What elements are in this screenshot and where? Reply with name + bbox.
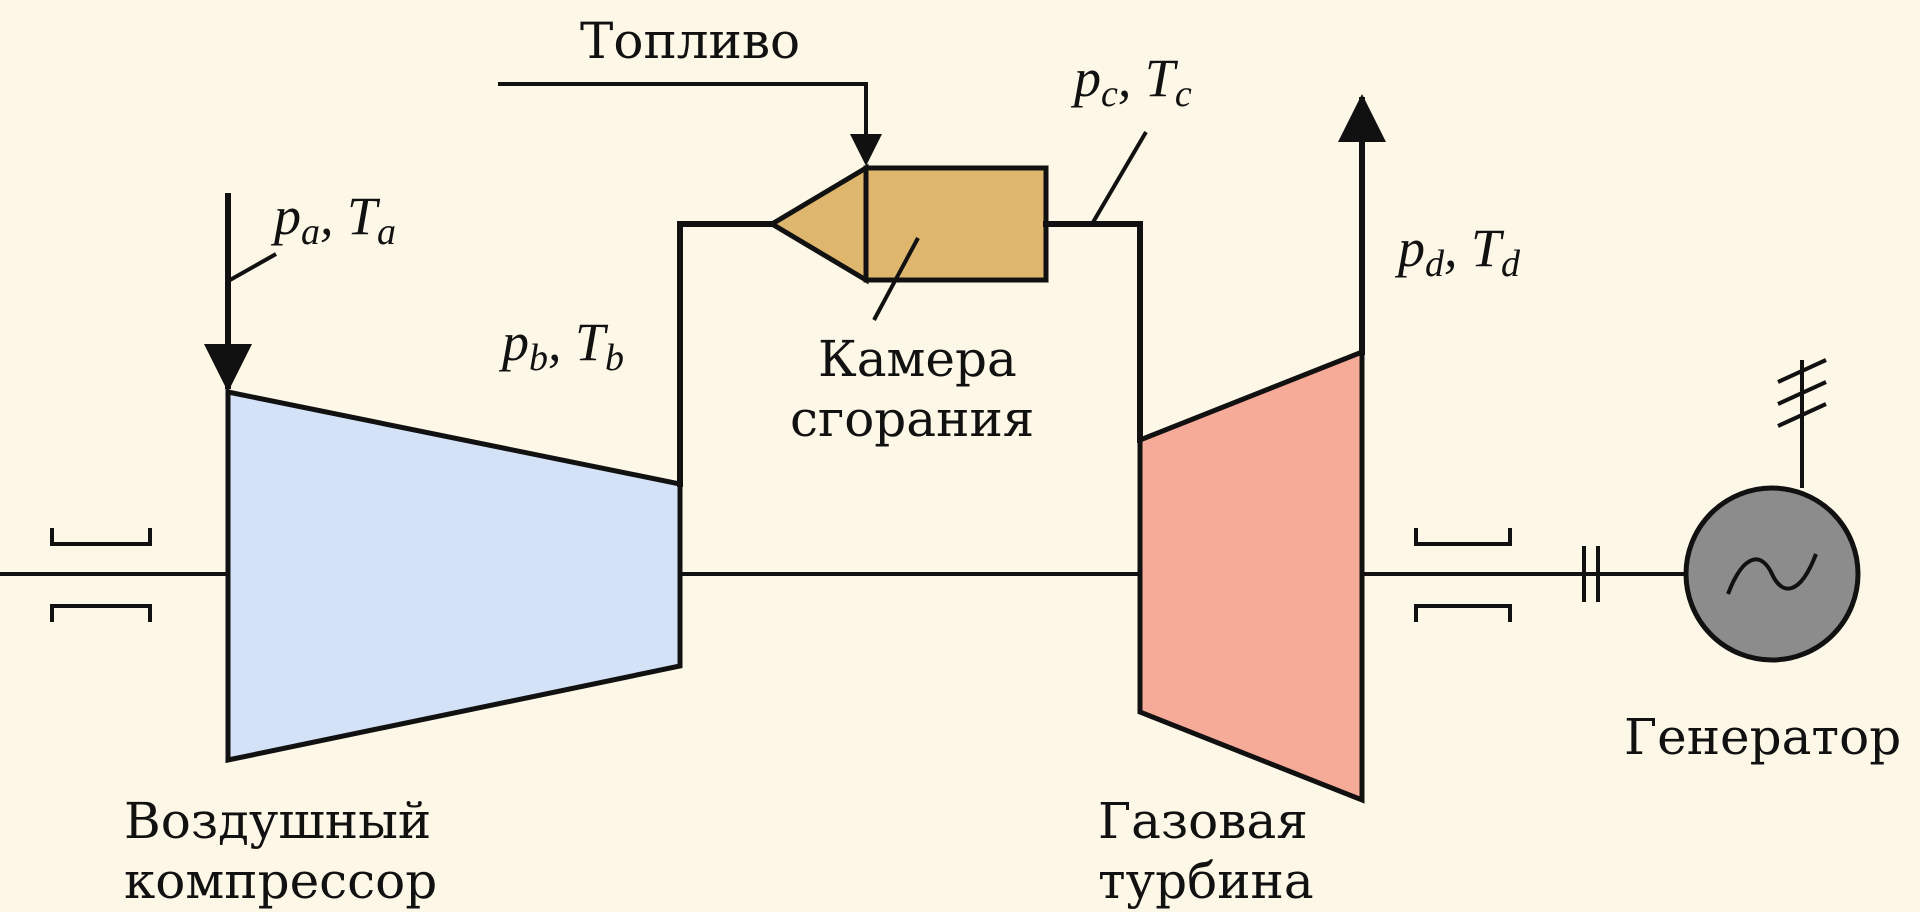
inlet-leader (229, 252, 277, 282)
gas-turbine (1137, 348, 1365, 804)
state-c-label: pc, Tc (1070, 48, 1192, 115)
bearing-bracket-icon (50, 528, 152, 622)
hot-gas-duct (1043, 221, 1143, 443)
combustion-chamber-label-2: сгорания (790, 390, 1034, 448)
coupling-icon (1582, 546, 1600, 602)
ground-icon (1777, 358, 1827, 428)
turbine-label: Газовая (1098, 792, 1308, 850)
compressed-air-duct (677, 221, 779, 487)
combustion-chamber-label: Камера (818, 330, 1017, 388)
state-b-label: pb, Tb (498, 312, 624, 379)
generator (1683, 358, 1861, 663)
fuel-line (498, 82, 882, 166)
generator-label: Генератор (1624, 708, 1901, 766)
fuel-label: Топливо (580, 12, 800, 70)
combustion-leader (872, 237, 920, 321)
hot-gas-leader (1090, 130, 1148, 226)
compressor-label: Воздушный (124, 792, 431, 850)
compressor-label-2: компрессор (124, 852, 437, 910)
air-compressor (225, 388, 683, 764)
turbine-label-2: турбина (1098, 852, 1314, 910)
generator-sine-icon (1726, 553, 1818, 595)
state-d-label: pd, Td (1394, 218, 1521, 285)
bearing-bracket-icon (1414, 528, 1512, 622)
combustion-chamber (767, 163, 1049, 285)
state-a-label: pa, Ta (270, 186, 396, 253)
